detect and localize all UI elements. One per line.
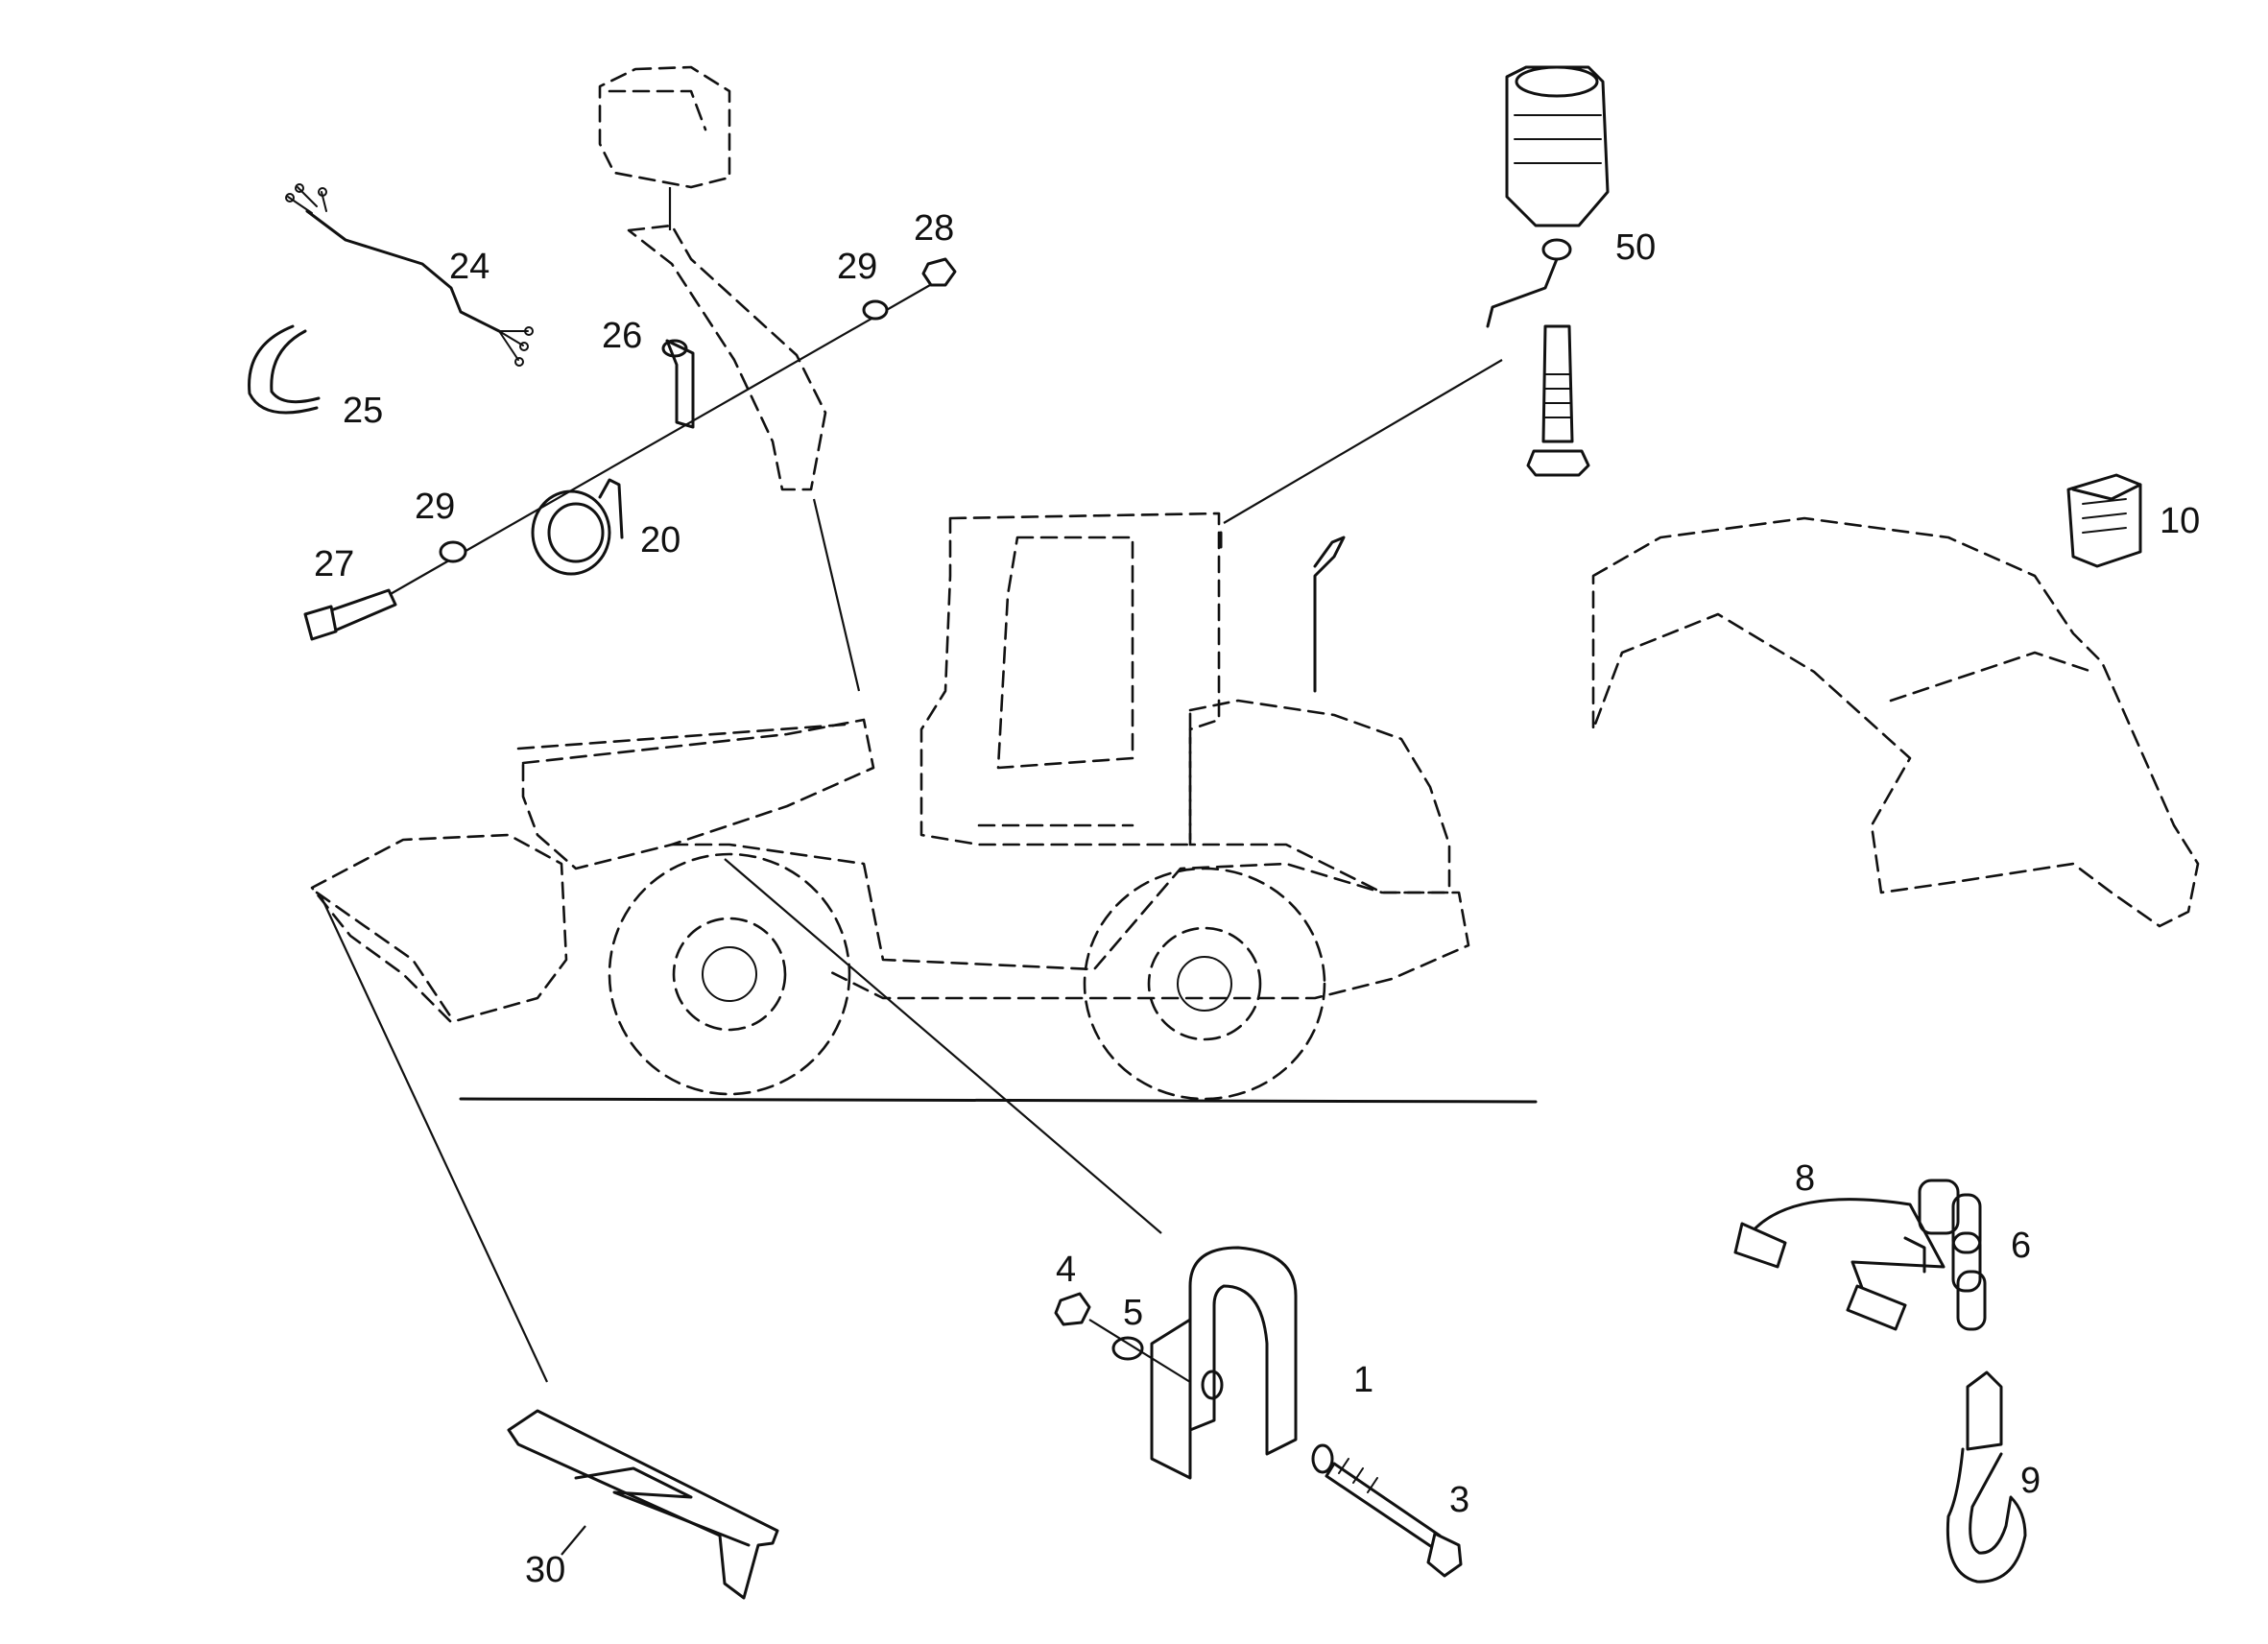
callout-6: 6: [2011, 1226, 2031, 1266]
cab: [919, 512, 1221, 846]
callout-10: 10: [2160, 501, 2200, 541]
callout-20: 20: [640, 520, 680, 560]
ground-line: [459, 1097, 1538, 1104]
work-light-box: [2066, 473, 2142, 568]
wheel-loader-outline: [310, 512, 1538, 1104]
callout-9: 9: [2020, 1461, 2041, 1501]
clevis-bolt: [1325, 1458, 1463, 1578]
engine-hood: [1188, 699, 1451, 894]
clevis-nut-washer: [1054, 1292, 1191, 1383]
callout-labels: 1 3 4 5 6 8 9 10 20 24 25 26 27 28 29 29…: [314, 208, 2200, 1590]
callout-29-left: 29: [415, 487, 455, 527]
shackle: [1733, 1198, 1946, 1331]
cutting-edge: [507, 1409, 779, 1600]
callout-1: 1: [1353, 1360, 1373, 1400]
callout-27: 27: [314, 544, 354, 584]
mounting-bracket: [661, 339, 695, 429]
callout-29-right: 29: [837, 247, 877, 287]
lifting-hook: [1946, 1370, 2027, 1584]
chassis: [670, 843, 1470, 1000]
horn-bolt-assembly: [303, 257, 957, 641]
callout-8: 8: [1795, 1158, 1815, 1199]
callout-30: 30: [525, 1550, 565, 1590]
callout-5: 5: [1123, 1293, 1143, 1333]
callout-25: 25: [343, 391, 383, 431]
callout-50: 50: [1615, 227, 1656, 268]
rear-fender: [1591, 516, 2200, 928]
callout-4: 4: [1056, 1250, 1076, 1290]
rear-wheel: [1083, 867, 1326, 1101]
horn: [531, 478, 624, 576]
callout-28: 28: [914, 208, 954, 249]
callout-3: 3: [1449, 1480, 1469, 1520]
rotating-beacon: [1223, 65, 1610, 524]
exhaust-pipe: [1313, 536, 1346, 693]
bucket: [310, 833, 568, 1024]
cable-tie: [248, 324, 321, 415]
wire-harness: [285, 183, 534, 367]
callout-26: 26: [602, 316, 642, 356]
light-arm: [598, 65, 861, 692]
callout-24: 24: [449, 247, 489, 287]
hitch-clevis: [1150, 1246, 1334, 1480]
chain: [1903, 1179, 1987, 1331]
lift-arm: [521, 718, 875, 870]
front-wheel: [608, 852, 851, 1096]
